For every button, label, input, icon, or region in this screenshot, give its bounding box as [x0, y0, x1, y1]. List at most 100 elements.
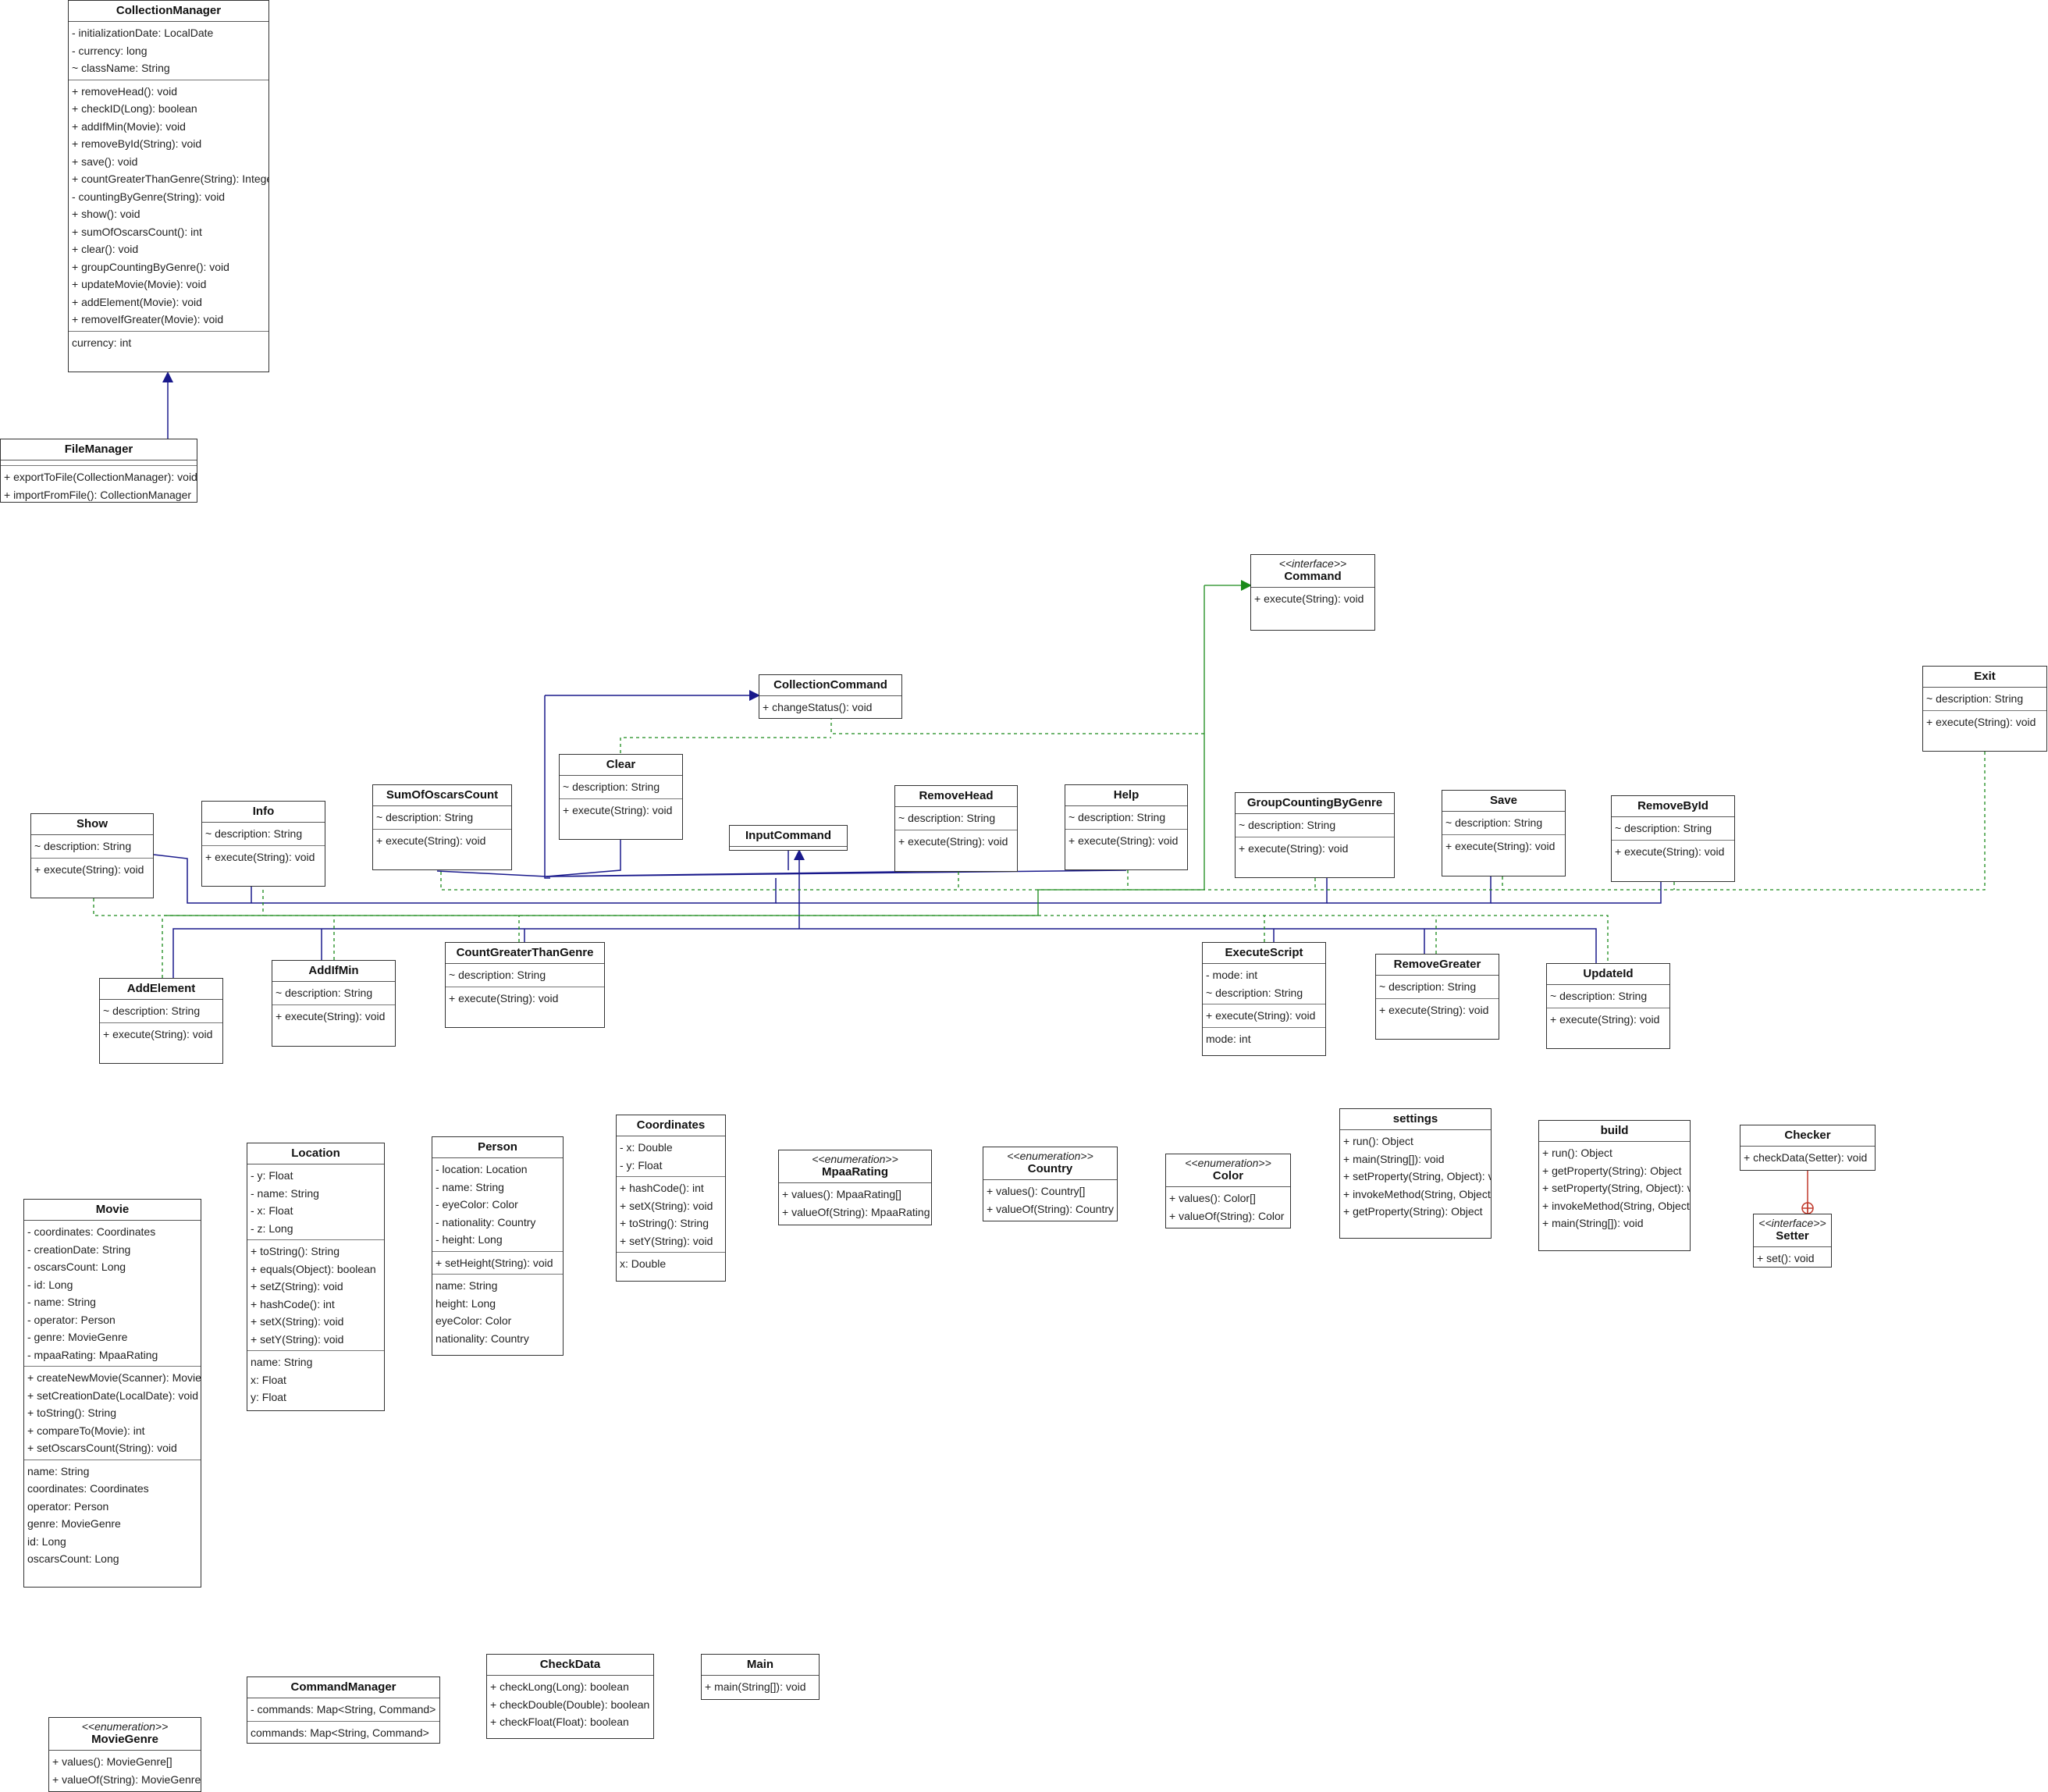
class-method: + execute(String): void: [1068, 834, 1179, 847]
class-header: <<enumeration>>Country: [983, 1150, 1117, 1180]
class-method: + countGreaterThanGenre(String): Integer: [72, 172, 269, 185]
class-attribute: ~ description: String: [1239, 819, 1336, 831]
class-header: CheckData: [487, 1655, 653, 1676]
class-property: currency: int: [72, 336, 132, 349]
class-name: Help: [1065, 785, 1187, 806]
class-help[interactable]: Help~ description: String+ execute(Strin…: [1065, 784, 1188, 870]
class-setter[interactable]: <<interface>>Setter+ set(): void: [1753, 1214, 1832, 1268]
class-name: Info: [202, 802, 325, 823]
class-attributes-section: - commands: Map<String, Command>: [247, 1698, 439, 1722]
class-methods-section: + values(): Color[]+ valueOf(String): Co…: [1166, 1187, 1290, 1227]
class-collection-command[interactable]: CollectionCommand+ changeStatus(): void: [759, 674, 902, 719]
class-attributes-section: ~ description: String: [560, 776, 682, 799]
class-name: RemoveGreater: [1376, 955, 1499, 976]
edges-to-command: [93, 580, 1986, 978]
class-attribute: ~ className: String: [72, 62, 170, 74]
class-attribute: ~ description: String: [1615, 822, 1712, 834]
class-input-command[interactable]: InputCommand: [729, 825, 848, 851]
class-coordinates[interactable]: Coordinates- x: Double- y: Float+ hashCo…: [616, 1115, 726, 1282]
class-methods-section: + values(): MovieGenre[]+ valueOf(String…: [49, 1751, 201, 1790]
class-attributes-section: ~ description: String: [1547, 985, 1669, 1008]
class-exit[interactable]: Exit~ description: String+ execute(Strin…: [1922, 666, 2047, 752]
class-add-element[interactable]: AddElement~ description: String+ execute…: [99, 978, 223, 1064]
class-remove-greater[interactable]: RemoveGreater~ description: String+ exec…: [1375, 954, 1499, 1040]
class-property: eyeColor: Color: [436, 1314, 512, 1327]
class-methods-section: + execute(String): void: [1236, 837, 1394, 860]
class-name: SumOfOscarsCount: [373, 785, 511, 806]
class-methods-section: + execute(String): void: [1251, 588, 1374, 610]
class-attribute: - z: Long: [251, 1221, 293, 1235]
class-count-greater-than-genre[interactable]: CountGreaterThanGenre~ description: Stri…: [445, 942, 605, 1028]
class-method: + run(): Object: [1542, 1147, 1612, 1159]
class-execute-script[interactable]: ExecuteScript- mode: int~ description: S…: [1202, 942, 1326, 1056]
class-color[interactable]: <<enumeration>>Color+ values(): Color[]+…: [1165, 1154, 1291, 1228]
class-attribute: - location: Location: [436, 1163, 528, 1175]
class-method: + invokeMethod(String, Object): Object: [1542, 1199, 1690, 1212]
class-header: Coordinates: [617, 1115, 725, 1136]
class-person[interactable]: Person- location: Location- name: String…: [432, 1136, 564, 1356]
class-header: RemoveGreater: [1376, 955, 1499, 976]
class-attributes-section: ~ description: String: [272, 982, 395, 1005]
class-movie-genre[interactable]: <<enumeration>>MovieGenre+ values(): Mov…: [48, 1717, 201, 1792]
class-clear[interactable]: Clear~ description: String+ execute(Stri…: [559, 754, 683, 840]
class-command[interactable]: <<interface>>Command+ execute(String): v…: [1250, 554, 1375, 631]
class-remove-by-id[interactable]: RemoveById~ description: String+ execute…: [1611, 795, 1735, 882]
class-file-manager[interactable]: FileManager+ exportToFile(CollectionMana…: [0, 439, 197, 503]
class-methods-section: + execute(String): void: [1612, 841, 1734, 863]
class-method: + run(): Object: [1343, 1135, 1413, 1147]
class-attribute: ~ description: String: [376, 811, 474, 823]
class-methods-section: + createNewMovie(Scanner): Movie+ setCre…: [24, 1367, 201, 1460]
class-method: + execute(String): void: [1550, 1012, 1660, 1026]
class-attributes-section: ~ description: String: [202, 823, 325, 846]
class-location[interactable]: Location- y: Float- name: String- x: Flo…: [247, 1143, 385, 1411]
class-collection-manager[interactable]: CollectionManager- initializationDate: L…: [68, 0, 269, 372]
class-method: + valueOf(String): MpaaRating: [782, 1205, 930, 1218]
class-command-manager[interactable]: CommandManager- commands: Map<String, Co…: [247, 1676, 440, 1744]
class-methods-section: + toString(): String+ equals(Object): bo…: [247, 1240, 384, 1351]
class-property: coordinates: Coordinates: [27, 1482, 149, 1495]
class-methods-section: + execute(String): void: [1376, 999, 1499, 1022]
class-attribute: - nationality: Country: [436, 1215, 536, 1228]
class-attribute: - operator: Person: [27, 1313, 116, 1326]
class-checker[interactable]: Checker+ checkData(Setter): void: [1740, 1125, 1876, 1171]
class-update-id[interactable]: UpdateId~ description: String+ execute(S…: [1546, 963, 1670, 1049]
class-header: CommandManager: [247, 1677, 439, 1698]
class-sum-of-oscars-count[interactable]: SumOfOscarsCount~ description: String+ e…: [372, 784, 512, 870]
class-header: Person: [432, 1137, 563, 1158]
class-build[interactable]: build+ run(): Object+ getProperty(String…: [1538, 1120, 1691, 1251]
class-save[interactable]: Save~ description: String+ execute(Strin…: [1442, 790, 1566, 876]
class-header: CountGreaterThanGenre: [446, 943, 604, 964]
class-info[interactable]: Info~ description: String+ execute(Strin…: [201, 801, 325, 887]
class-stereotype: <<enumeration>>: [812, 1153, 898, 1165]
class-header: Info: [202, 802, 325, 823]
class-check-data[interactable]: CheckData+ checkLong(Long): boolean+ che…: [486, 1654, 654, 1739]
class-remove-head[interactable]: RemoveHead~ description: String+ execute…: [894, 785, 1018, 872]
class-attribute: - genre: MovieGenre: [27, 1331, 128, 1343]
class-main[interactable]: Main+ main(String[]): void: [701, 1654, 820, 1700]
class-group-counting-by-genre[interactable]: GroupCountingByGenre~ description: Strin…: [1235, 792, 1395, 878]
class-add-if-min[interactable]: AddIfMin~ description: String+ execute(S…: [272, 960, 396, 1047]
class-name: Person: [432, 1137, 563, 1158]
class-show[interactable]: Show~ description: String+ execute(Strin…: [30, 813, 154, 898]
class-mpaa-rating[interactable]: <<enumeration>>MpaaRating+ values(): Mpa…: [778, 1150, 932, 1225]
class-country[interactable]: <<enumeration>>Country+ values(): Countr…: [983, 1147, 1118, 1221]
class-name: Save: [1442, 791, 1565, 812]
class-name: Color: [1166, 1169, 1290, 1187]
class-header: <<interface>>Command: [1251, 557, 1374, 588]
class-attributes-section: - mode: int~ description: String: [1203, 964, 1325, 1004]
class-movie[interactable]: Movie- coordinates: Coordinates- creatio…: [23, 1199, 201, 1588]
class-property: id: Long: [27, 1534, 66, 1548]
class-settings[interactable]: settings+ run(): Object+ main(String[]):…: [1339, 1108, 1492, 1239]
class-methods-section: + values(): MpaaRating[]+ valueOf(String…: [779, 1183, 931, 1223]
class-attribute: ~ description: String: [1550, 990, 1648, 1002]
class-method: + setCreationDate(LocalDate): void: [27, 1388, 199, 1402]
class-attribute: - name: String: [27, 1296, 96, 1308]
class-attribute: ~ description: String: [1206, 986, 1303, 999]
class-methods-section: + values(): Country[]+ valueOf(String): …: [983, 1180, 1117, 1220]
class-methods-section: + run(): Object+ getProperty(String): Ob…: [1539, 1142, 1690, 1235]
class-method: + values(): Color[]: [1169, 1192, 1256, 1204]
class-stereotype: <<interface>>: [1758, 1217, 1826, 1229]
class-attributes-section: [1, 460, 197, 466]
